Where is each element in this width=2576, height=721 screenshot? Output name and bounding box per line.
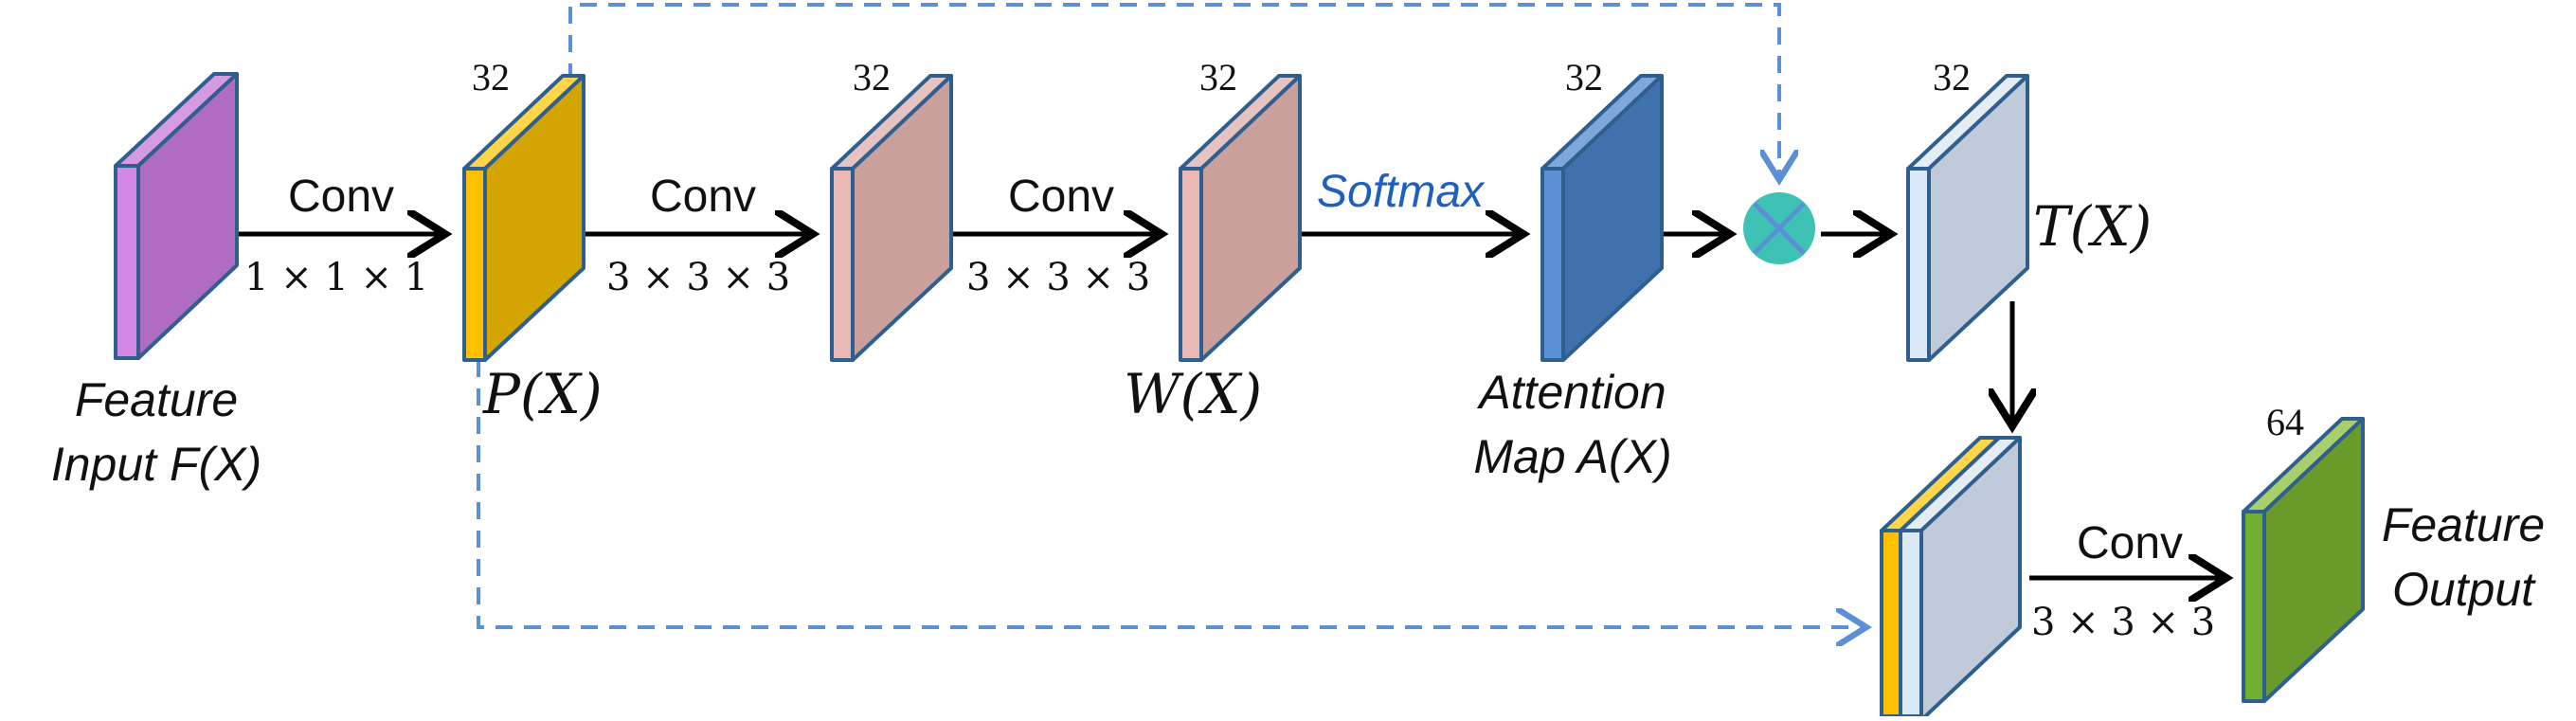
input-feature-block bbox=[114, 72, 239, 360]
p-channel-count: 32 bbox=[472, 56, 510, 99]
output-caption-line1: Feature bbox=[2381, 498, 2546, 551]
concatenated-feature-block bbox=[1880, 436, 2022, 721]
p-feature-block bbox=[462, 74, 585, 362]
output-caption: Feature Output bbox=[2369, 493, 2558, 622]
conv1-dims: 1 × 1 × 1 bbox=[244, 256, 429, 299]
conv4-dims: 3 × 3 × 3 bbox=[2031, 601, 2216, 644]
mid-channel-count: 32 bbox=[853, 56, 891, 99]
input-caption-line1: Feature bbox=[74, 373, 239, 426]
conv1-label: Conv bbox=[288, 171, 395, 222]
t-label: T(X) bbox=[2033, 194, 2153, 259]
flow-arrows bbox=[239, 234, 2226, 578]
input-caption: Feature Input F(X) bbox=[28, 368, 284, 496]
conv3-dims: 3 × 3 × 3 bbox=[966, 256, 1151, 299]
attention-channel-count: 32 bbox=[1565, 56, 1603, 99]
skip-connection-top bbox=[568, 3, 1779, 180]
attention-caption-line2: Map A(X) bbox=[1473, 430, 1672, 483]
conv4-label: Conv bbox=[2077, 518, 2184, 568]
t-feature-block bbox=[1906, 74, 2029, 362]
output-feature-block bbox=[2242, 417, 2365, 703]
attention-caption: Attention Map A(X) bbox=[1440, 360, 1705, 489]
skip-connection-bottom bbox=[477, 360, 1866, 627]
conv2-dims: 3 × 3 × 3 bbox=[606, 256, 791, 299]
attention-map-block bbox=[1540, 74, 1664, 362]
input-caption-line2: Input F(X) bbox=[50, 438, 262, 491]
attention-caption-line1: Attention bbox=[1479, 366, 1666, 419]
t-channel-count: 32 bbox=[1933, 56, 1971, 99]
intermediate-feature-block bbox=[830, 74, 953, 362]
p-label: P(X) bbox=[483, 362, 603, 426]
multiply-icon bbox=[1743, 192, 1815, 264]
conv3-label: Conv bbox=[1008, 171, 1115, 222]
w-label: W(X) bbox=[1124, 362, 1263, 426]
output-caption-line2: Output bbox=[2391, 563, 2535, 616]
output-channel-count: 64 bbox=[2266, 401, 2304, 443]
w-channel-count: 32 bbox=[1199, 56, 1237, 99]
conv2-label: Conv bbox=[650, 171, 757, 222]
w-feature-block bbox=[1179, 74, 1302, 362]
softmax-label: Softmax bbox=[1317, 167, 1485, 217]
